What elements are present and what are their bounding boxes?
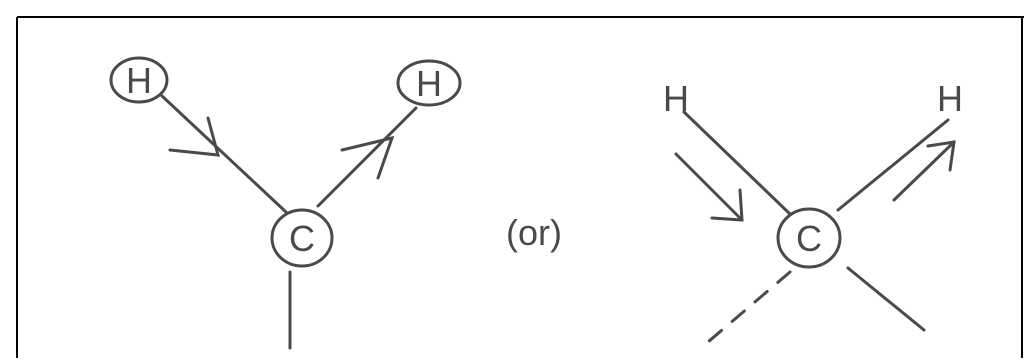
right-arrow-outgoing-shaft	[892, 140, 956, 202]
right-c-atom-circle	[776, 207, 842, 269]
left-h-atom-label-right: H	[416, 63, 442, 104]
left-structure	[109, 56, 462, 350]
left-h-atom-circle-left	[109, 56, 169, 104]
left-c-atom-label: C	[289, 218, 315, 259]
left-c-atom-circle	[270, 208, 334, 268]
left-bond-upper-right	[316, 106, 418, 208]
right-bond-dashed	[706, 270, 792, 344]
right-bond-wedge-back	[846, 266, 926, 332]
right-bond-upper-left	[682, 110, 792, 216]
right-bond-upper-right	[836, 118, 950, 212]
right-arrow-incoming-head	[710, 188, 744, 222]
left-arrowhead-outgoing	[340, 135, 395, 180]
right-arrow-incoming-shaft	[674, 152, 744, 222]
right-structure	[674, 110, 956, 344]
left-arrowhead-incoming	[168, 116, 221, 157]
right-h-atom-label-left: H	[663, 78, 689, 119]
right-arrow-outgoing-head	[926, 140, 956, 172]
separator-text: (or)	[506, 212, 562, 253]
left-bond-upper-left	[160, 94, 288, 214]
left-h-atom-label-left: H	[126, 60, 152, 101]
right-c-atom-label: C	[796, 218, 822, 259]
left-h-atom-circle-right	[396, 59, 462, 107]
right-h-atom-label-right: H	[937, 78, 963, 119]
